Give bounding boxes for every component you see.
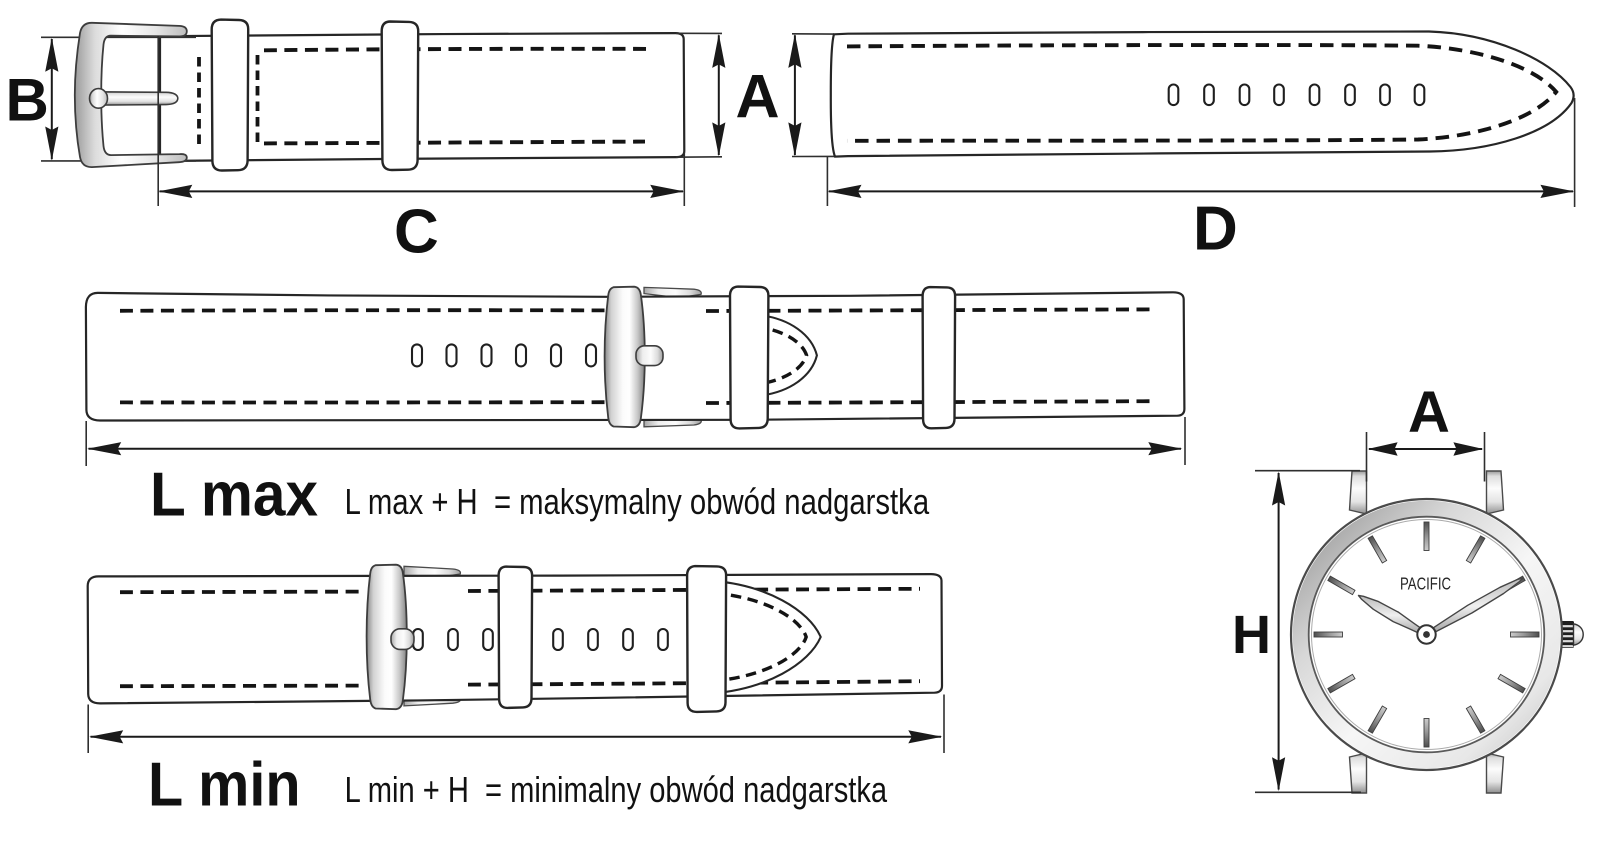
svg-text:A: A (1408, 380, 1450, 445)
svg-text:L max: L max (150, 461, 318, 530)
svg-text:C: C (394, 197, 439, 266)
svg-text:L min: L min (148, 751, 301, 820)
svg-text:H: H (1232, 605, 1271, 665)
svg-text:L max + H = maksymalny obwód: L max + H = maksymalny obwód nadgarstka (345, 481, 930, 522)
svg-text:B: B (6, 67, 49, 134)
svg-text:A: A (736, 63, 780, 131)
svg-text:D: D (1193, 195, 1238, 264)
svg-text:L min + H = minimalny obwód n: L min + H = minimalny obwód nadgarstka (345, 769, 888, 810)
svg-text:PACIFIC: PACIFIC (1400, 574, 1451, 594)
